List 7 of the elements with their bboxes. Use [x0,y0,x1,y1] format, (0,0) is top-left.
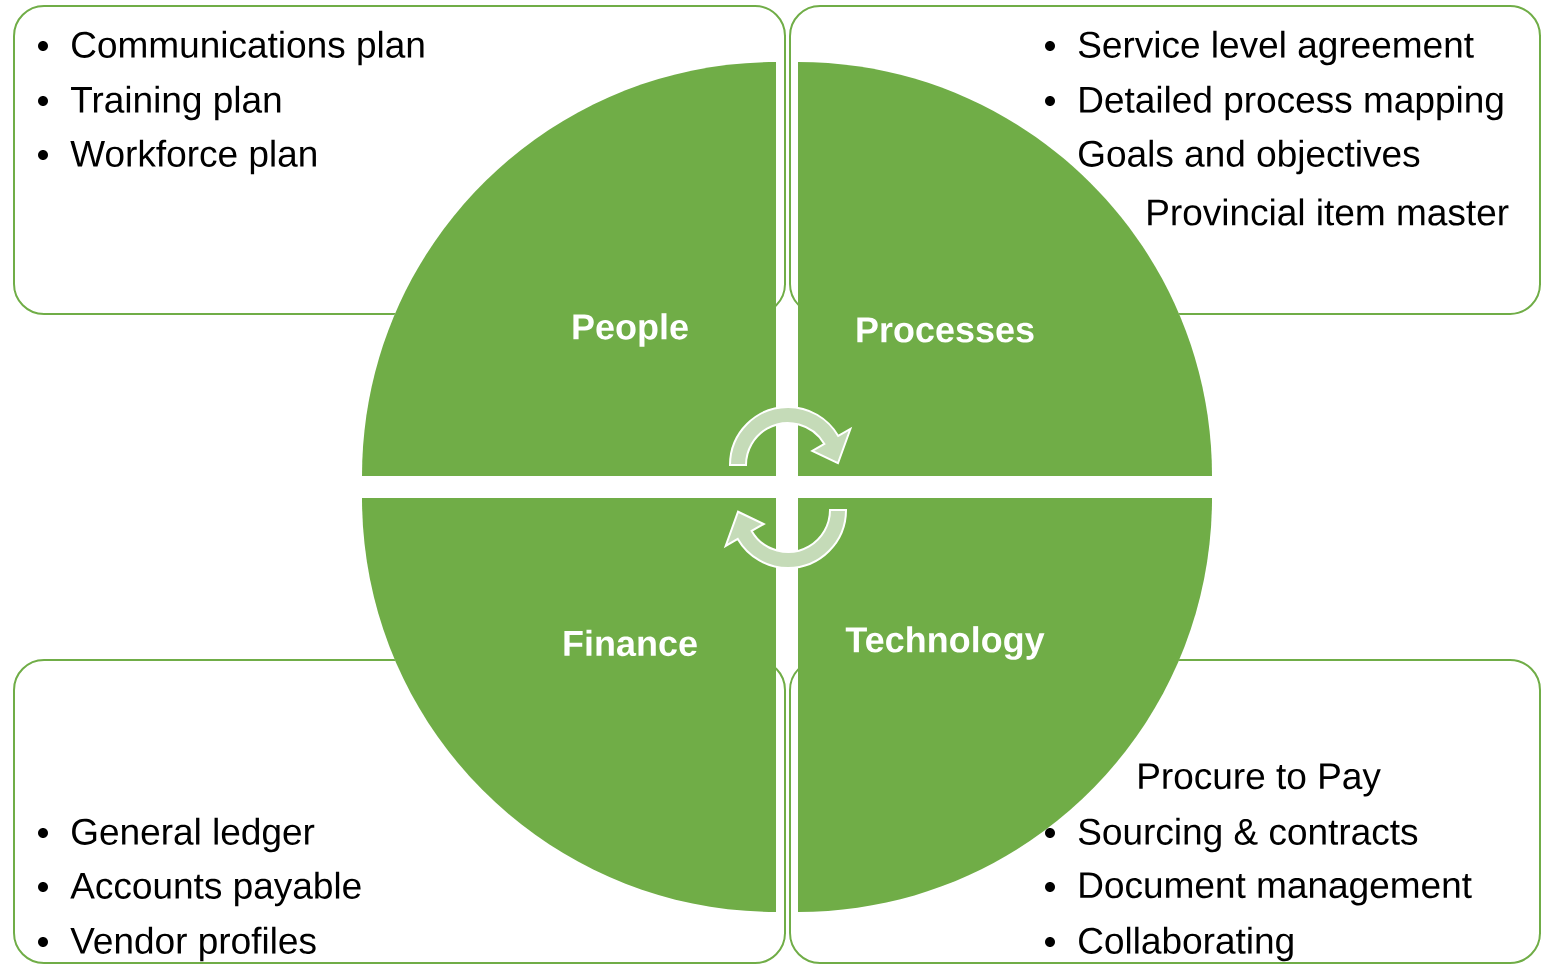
quadrant: People [362,62,776,476]
list-box: General ledger Accounts payable Vendor profiles [13,659,786,964]
quadrant: Finance [362,498,776,912]
cycle-arrow [724,509,847,569]
list-box: Service level agreement Detailed process mapping Goals and objectives Provincial item master [789,5,1541,315]
cycle-arrow [729,406,852,466]
list-box: Procure to Pay Sourcing & contracts Document management Collaborating [789,659,1541,964]
